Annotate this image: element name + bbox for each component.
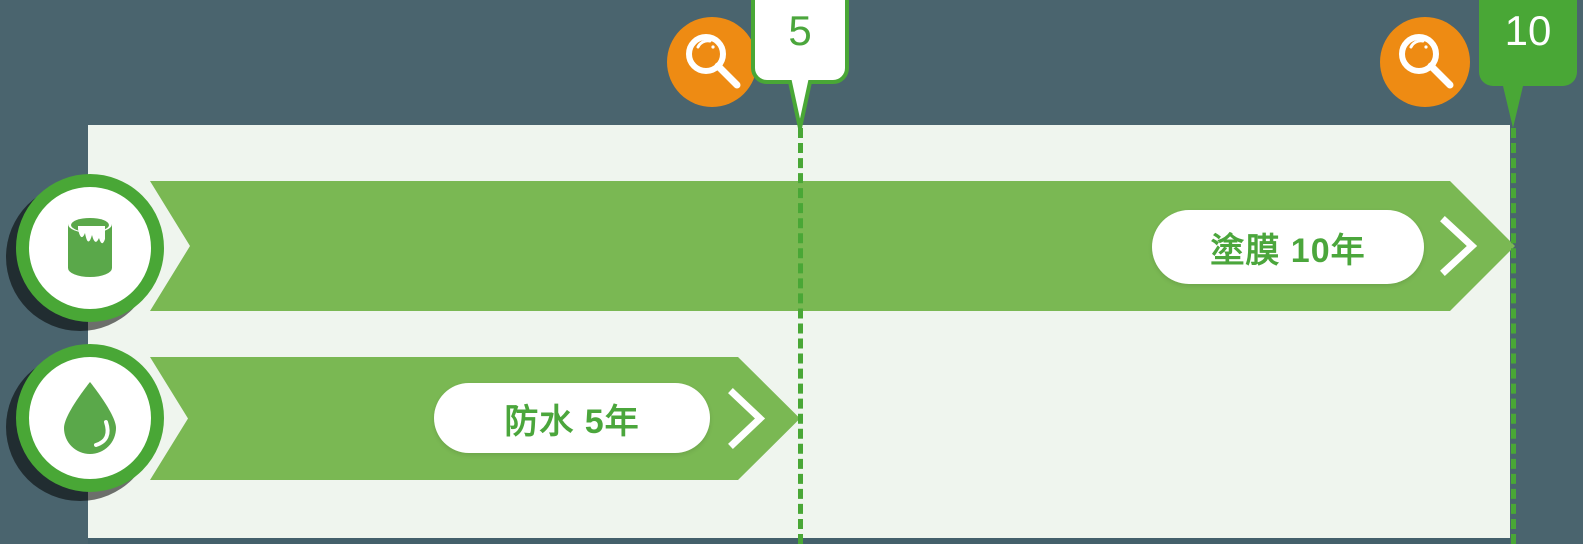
water-drop-icon [50,376,130,461]
label-coating-text: 塗膜 10年 [1210,231,1366,270]
label-coating: 塗膜 10年 [1152,210,1424,284]
callout-5-shape [751,0,849,129]
paint-can-icon [48,204,132,293]
badge-waterproof[interactable] [16,344,164,492]
callout-milestone-5[interactable]: 5 [743,0,857,135]
badge-coating[interactable] [16,174,164,322]
callout-milestone-10[interactable]: 10 [1471,0,1583,135]
callout-10-value: 10 [1504,7,1552,54]
magnifier-icon [1394,29,1456,96]
marker-milestone-10[interactable] [1380,17,1470,107]
callout-10-shape [1479,0,1577,128]
milestone-line-5 [798,128,803,544]
magnifier-icon [681,29,743,96]
marker-milestone-5[interactable] [667,17,757,107]
label-waterproof: 防水 5年 [434,383,710,453]
label-waterproof-text: 防水 5年 [504,402,640,441]
callout-5-value: 5 [788,7,812,54]
milestone-line-10 [1511,128,1516,544]
